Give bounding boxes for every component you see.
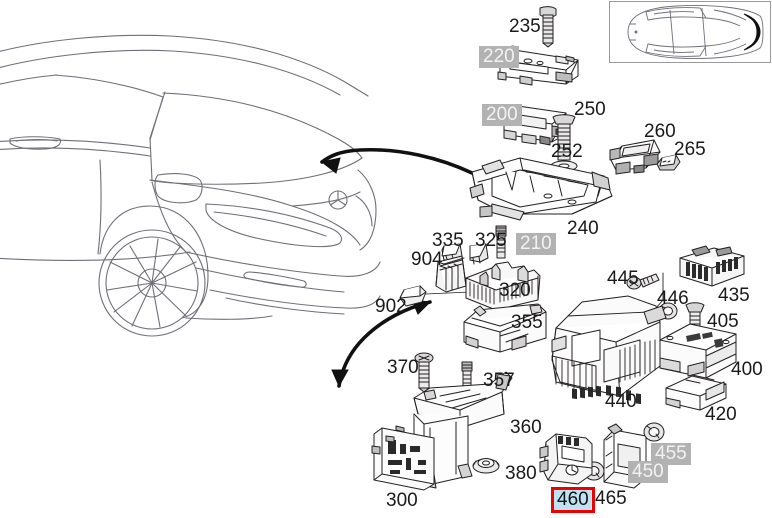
part-label-355[interactable]: 355 — [511, 312, 543, 333]
part-320-fuse-box — [465, 261, 541, 311]
part-label-357[interactable]: 357 — [483, 370, 515, 391]
part-440-fuse-relay-carrier — [551, 295, 667, 405]
part-325-clip — [469, 243, 489, 265]
part-300-electronic-module — [371, 425, 435, 491]
part-label-252[interactable]: 252 — [551, 141, 583, 162]
part-400-amplifier — [659, 323, 737, 379]
part-label-420[interactable]: 420 — [705, 404, 737, 425]
part-445-screw — [626, 273, 660, 290]
part-220-carrier-plate — [497, 45, 579, 86]
part-902-connector — [399, 285, 427, 307]
part-265-connector — [656, 154, 681, 171]
part-260-module — [609, 139, 661, 175]
part-label-220[interactable]: 220 — [479, 46, 519, 68]
part-label-200[interactable]: 200 — [482, 104, 522, 126]
part-420-module — [665, 375, 727, 411]
part-label-400[interactable]: 400 — [731, 359, 763, 380]
part-label-405[interactable]: 405 — [707, 311, 739, 332]
part-210-bolt — [495, 225, 507, 259]
part-label-265[interactable]: 265 — [674, 139, 706, 160]
part-label-300[interactable]: 300 — [386, 490, 418, 511]
part-label-455[interactable]: 455 — [651, 443, 691, 465]
part-240-mounting-frame — [469, 157, 613, 221]
part-904-relay-block — [435, 255, 467, 293]
part-label-435[interactable]: 435 — [718, 285, 750, 306]
part-label-370[interactable]: 370 — [387, 357, 419, 378]
part-label-210[interactable]: 210 — [516, 233, 556, 255]
part-label-335[interactable]: 335 — [432, 230, 464, 251]
part-label-904[interactable]: 904 — [411, 249, 443, 270]
part-label-380[interactable]: 380 — [505, 463, 537, 484]
part-label-446[interactable]: 446 — [657, 288, 689, 309]
part-label-320[interactable]: 320 — [499, 280, 531, 301]
part-label-902[interactable]: 902 — [375, 296, 407, 317]
part-455-nut — [643, 422, 665, 442]
part-370-screw — [414, 352, 434, 393]
part-label-250[interactable]: 250 — [574, 99, 606, 120]
part-label-240[interactable]: 240 — [567, 218, 599, 239]
part-435-connector-block — [679, 245, 745, 287]
part-label-465[interactable]: 465 — [595, 488, 627, 509]
part-label-325[interactable]: 325 — [475, 230, 507, 251]
part-label-460-selected[interactable]: 460 — [551, 487, 595, 513]
part-355-lower-tray — [463, 303, 547, 353]
part-235-screw — [539, 6, 557, 48]
part-380-nut — [472, 458, 500, 474]
part-label-450[interactable]: 450 — [628, 461, 668, 483]
part-label-440[interactable]: 440 — [605, 391, 637, 412]
part-405-bolt — [685, 302, 705, 335]
part-label-445[interactable]: 445 — [607, 268, 639, 289]
part-label-360[interactable]: 360 — [510, 417, 542, 438]
vehicle-top-view-locator — [609, 1, 771, 63]
part-250-bolt — [552, 114, 576, 161]
part-460-component — [539, 433, 593, 485]
part-label-260[interactable]: 260 — [644, 121, 676, 142]
part-label-235[interactable]: 235 — [509, 16, 541, 37]
